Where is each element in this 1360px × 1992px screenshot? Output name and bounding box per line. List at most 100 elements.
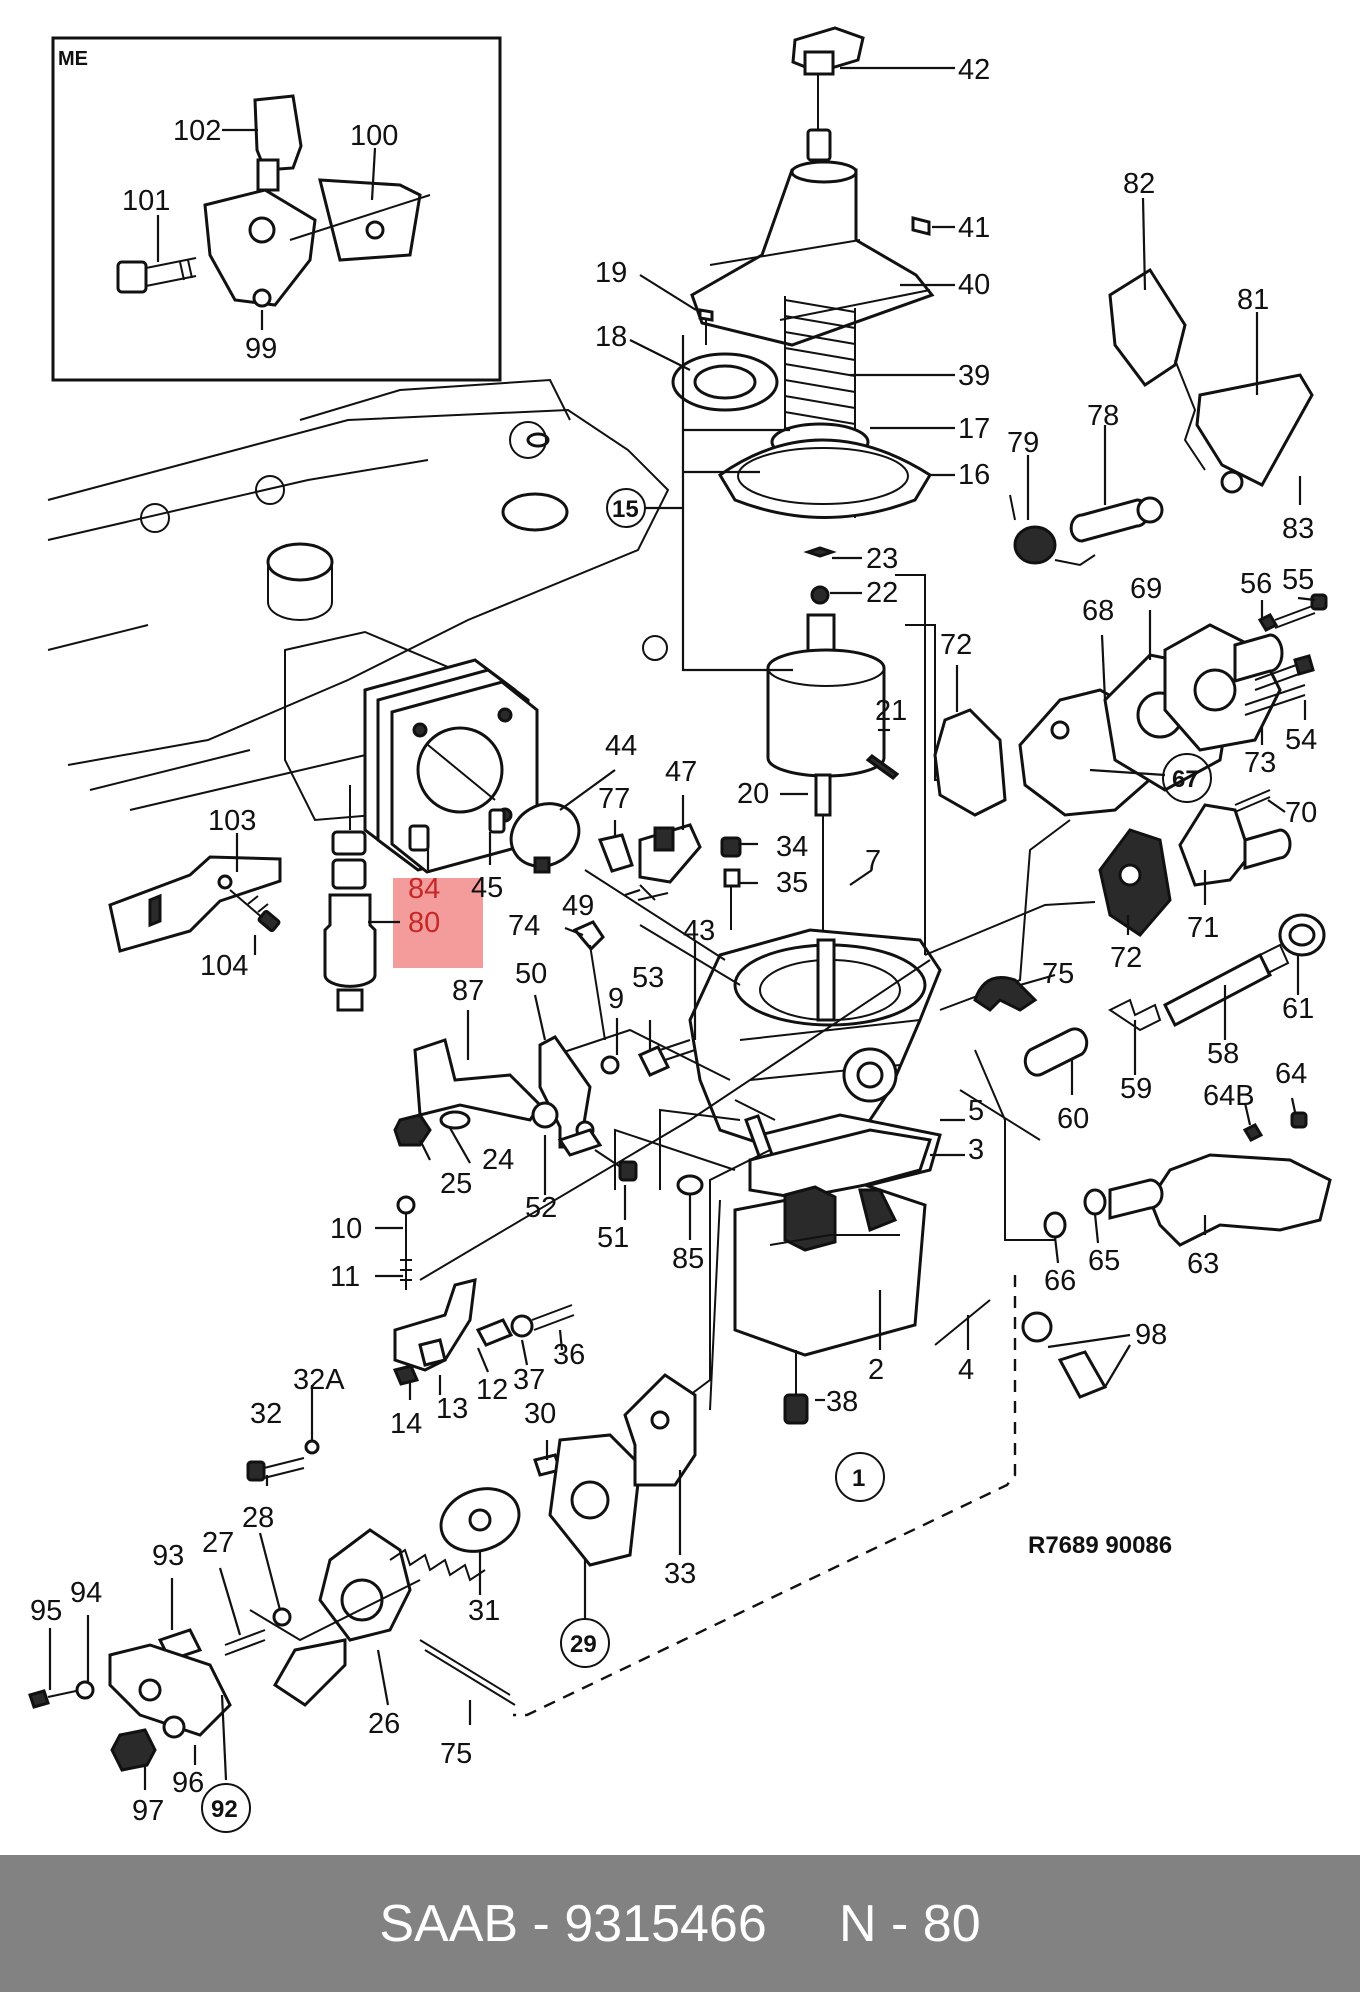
label-41: 41 [958,212,990,244]
label-104: 104 [200,950,248,982]
label-99: 99 [245,333,277,365]
label-101: 101 [122,185,170,217]
label-7: 7 [865,845,881,877]
label-102: 102 [173,115,221,147]
label-81: 81 [1237,284,1269,316]
part-103 [108,855,282,953]
label-59: 59 [1120,1073,1152,1105]
label-66: 66 [1044,1265,1076,1297]
label-24: 24 [482,1144,514,1176]
label-44: 44 [605,730,637,762]
label-58: 58 [1207,1038,1239,1070]
label-39: 39 [958,360,990,392]
label-29: 29 [570,1631,597,1658]
label-80: 80 [408,907,440,939]
label-34: 34 [776,831,808,863]
label-40: 40 [958,269,990,301]
label-43: 43 [683,915,715,947]
right-assemblies [933,267,1332,1399]
label-15: 15 [612,496,639,523]
label-1: 1 [852,1465,865,1492]
label-21: 21 [875,695,907,727]
label-56: 56 [1240,568,1272,600]
label-37: 37 [513,1364,545,1396]
label-38: 38 [826,1386,858,1418]
label-26: 26 [368,1708,400,1740]
label-9: 9 [608,983,624,1015]
label-61: 61 [1282,993,1314,1025]
label-97: 97 [132,1795,164,1827]
assembly-boundary [513,1275,1017,1717]
label-50: 50 [515,958,547,990]
label-63: 63 [1187,1248,1219,1280]
part-footer: SAAB - 9315466 N - 80 [0,1855,1360,1992]
label-71: 71 [1187,912,1219,944]
label-100: 100 [350,120,398,152]
exploded-parts-diagram: ME 102 100 101 99 [28,26,1332,1833]
label-92: 92 [211,1796,238,1823]
left-linkage [393,802,704,1196]
circle-29 [560,1618,610,1668]
label-94: 94 [70,1577,102,1609]
label-78: 78 [1087,400,1119,432]
label-96: 96 [172,1767,204,1799]
label-65: 65 [1088,1245,1120,1277]
top-stack [671,26,935,980]
label-77: 77 [598,783,630,815]
label-72-top: 72 [940,629,972,661]
label-20: 20 [737,778,769,810]
circle-67 [1162,753,1212,803]
label-60: 60 [1057,1103,1089,1135]
label-14: 14 [390,1408,422,1440]
part-80 [323,785,377,1012]
carburettor-body [688,836,991,1425]
label-54: 54 [1285,724,1317,756]
label-51: 51 [597,1222,629,1254]
label-75-upper: 75 [1042,958,1074,990]
inset-label: ME [58,48,88,70]
label-32: 32 [250,1398,282,1430]
footer-brand: SAAB [379,1894,519,1953]
label-25: 25 [440,1168,472,1200]
label-79: 79 [1007,427,1039,459]
label-30: 30 [524,1398,556,1430]
footer-gap [767,1894,839,1954]
footer-reference: N - 80 [839,1894,981,1953]
label-23: 23 [866,543,898,575]
throttle-flange [363,658,539,874]
label-31: 31 [468,1595,500,1627]
inset-frame [51,36,502,382]
label-85: 85 [672,1243,704,1275]
label-64b: 64B [1203,1080,1255,1112]
label-67: 67 [1172,766,1199,793]
label-36: 36 [553,1339,585,1371]
label-73: 73 [1244,747,1276,779]
label-17: 17 [958,413,990,445]
label-32a: 32A [293,1364,345,1396]
label-49: 49 [562,890,594,922]
label-18: 18 [595,321,627,353]
label-10: 10 [330,1213,362,1245]
label-28: 28 [242,1502,274,1534]
assembly-lines [419,574,1096,1411]
circle-1 [835,1452,885,1502]
label-64: 64 [1275,1058,1307,1090]
label-12: 12 [476,1374,508,1406]
intake-manifold [47,378,670,822]
label-2: 2 [868,1354,884,1386]
label-98: 98 [1135,1319,1167,1351]
label-3: 3 [968,1134,984,1166]
label-72-bottom: 72 [1110,942,1142,974]
label-68: 68 [1082,595,1114,627]
label-47: 47 [665,756,697,788]
label-83: 83 [1282,513,1314,545]
label-87: 87 [452,975,484,1007]
label-33: 33 [664,1558,696,1590]
label-74: 74 [508,910,540,942]
label-52: 52 [525,1192,557,1224]
label-75-lower: 75 [440,1738,472,1770]
label-4: 4 [958,1354,974,1386]
inset-parts [116,94,431,330]
label-103: 103 [208,805,256,837]
label-42: 42 [958,54,990,86]
